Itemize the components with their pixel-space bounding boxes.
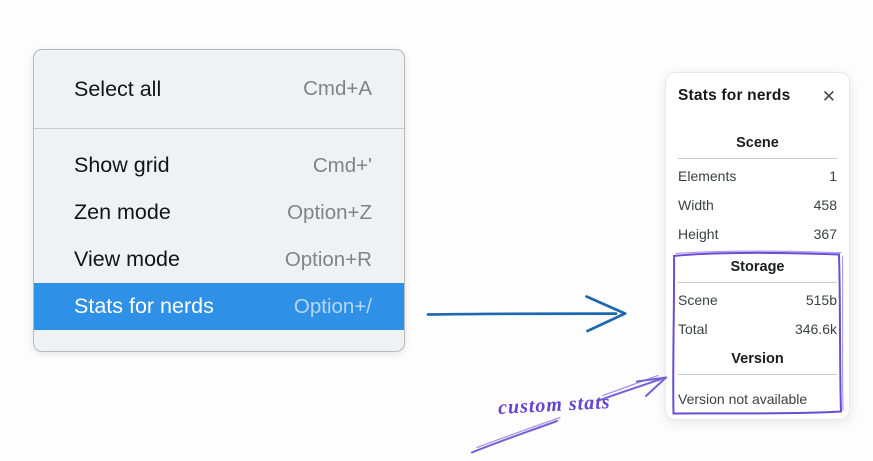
context-menu: Select all Cmd+A Show grid Cmd+' Zen mod… <box>33 49 405 352</box>
stats-panel: Stats for nerds ✕ Scene Elements 1 Width… <box>665 72 850 420</box>
stat-label: Total <box>678 321 708 337</box>
menu-item-shortcut: Cmd+A <box>303 77 372 100</box>
menu-item-label: Select all <box>74 76 162 101</box>
context-menu-section-top: Select all Cmd+A <box>34 50 404 129</box>
menu-item-shortcut: Option+Z <box>287 200 372 224</box>
stat-row-total: Total 346.6k <box>678 315 837 344</box>
menu-item-shortcut: Option+/ <box>293 294 372 318</box>
section-header: Storage <box>730 259 785 275</box>
section-divider <box>678 158 837 159</box>
stat-value: 515b <box>805 292 837 308</box>
context-menu-section-bottom: Show grid Cmd+' Zen mode Option+Z View m… <box>34 129 404 349</box>
menu-item-shortcut: Option+R <box>284 247 372 271</box>
stat-label: Height <box>678 226 719 242</box>
stats-section-storage: Storage Scene 515b Total 346.6k <box>678 257 837 344</box>
menu-item-view-mode[interactable]: View mode Option+R <box>34 236 404 283</box>
stat-value: 1 <box>829 168 837 184</box>
menu-item-label: Stats for nerds <box>74 294 214 318</box>
menu-item-select-all[interactable]: Select all Cmd+A <box>34 66 404 112</box>
version-note: Version not available <box>678 391 808 407</box>
stats-panel-title: Stats for nerds <box>678 87 791 104</box>
section-divider <box>678 282 837 283</box>
section-header: Version <box>731 351 784 367</box>
close-icon[interactable]: ✕ <box>821 86 836 106</box>
stat-row-scene: Scene 515b <box>678 286 837 315</box>
menu-item-label: View mode <box>74 247 180 271</box>
stat-row-elements: Elements 1 <box>678 162 837 191</box>
stat-row-width: Width 458 <box>678 191 837 220</box>
stat-value: 458 <box>813 197 837 213</box>
section-header: Scene <box>736 135 779 151</box>
menu-item-label: Show grid <box>74 153 170 177</box>
menu-item-shortcut: Cmd+' <box>312 153 372 177</box>
menu-item-stats-for-nerds[interactable]: Stats for nerds Option+/ <box>34 283 404 330</box>
stat-value: 346.6k <box>794 321 837 337</box>
stat-label: Width <box>678 197 714 213</box>
stat-row-height: Height 367 <box>678 220 837 249</box>
menu-item-show-grid[interactable]: Show grid Cmd+' <box>34 142 404 189</box>
menu-item-zen-mode[interactable]: Zen mode Option+Z <box>34 189 404 236</box>
stat-value: 367 <box>813 226 837 242</box>
stat-label: Elements <box>678 168 737 184</box>
stats-panel-header: Stats for nerds ✕ <box>678 83 837 109</box>
stat-label: Scene <box>678 292 718 308</box>
stats-section-scene: Scene Elements 1 Width 458 Height 367 <box>678 133 837 249</box>
custom-stats-annotation-label: custom stats <box>497 391 612 419</box>
stats-section-version: Version Version not available <box>678 349 837 411</box>
menu-item-label: Zen mode <box>74 200 171 224</box>
section-divider <box>678 374 837 375</box>
blue-arrow <box>426 295 627 333</box>
